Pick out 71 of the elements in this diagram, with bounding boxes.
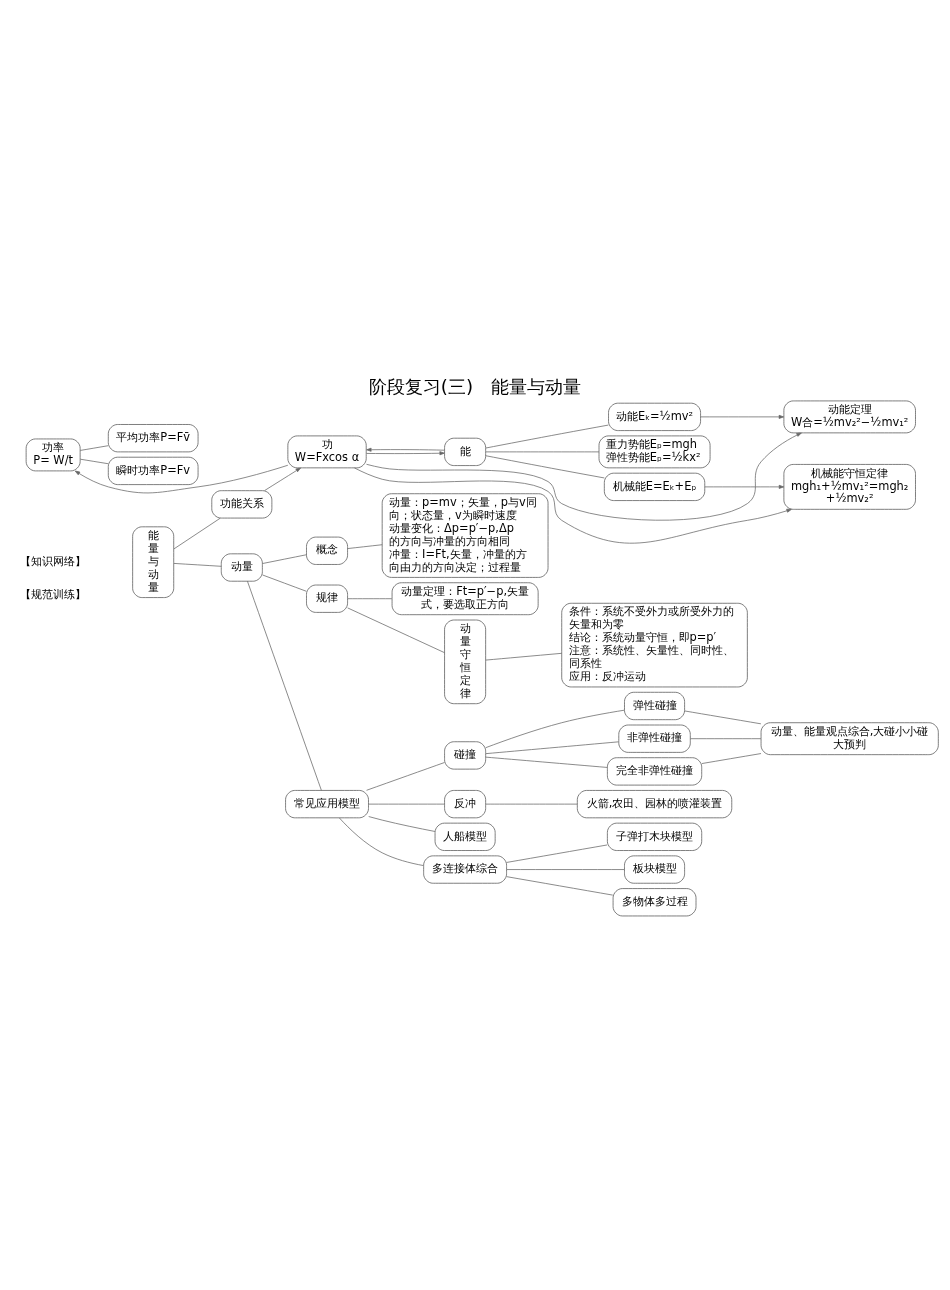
diagram-title: 阶段复习(三) 能量与动量 (368, 375, 582, 397)
node-box: 动量定理：Ft=p′−p,矢量式，要选取正方向 (391, 581, 539, 615)
node-box: 瞬时功率P=Fv (107, 456, 199, 485)
node-box: 重力势能Eₚ=mgh 弹性势能Eₚ=½kx² (598, 435, 711, 468)
connector (247, 580, 322, 791)
arrow (700, 414, 785, 419)
node-box: 动量 (220, 552, 263, 582)
node-box: 反冲 (444, 789, 487, 818)
connector (368, 803, 445, 804)
node-box: 完全非弹性碰撞 (607, 756, 703, 785)
connector (690, 737, 762, 739)
arrow (264, 467, 301, 491)
connector (79, 444, 109, 451)
arrow (704, 484, 785, 489)
connector (701, 752, 762, 764)
arrow (366, 432, 802, 521)
connector (506, 875, 614, 895)
connector (368, 815, 436, 832)
connector (347, 597, 393, 599)
node-box: 人船模型 (434, 822, 496, 851)
connector (262, 553, 307, 564)
connector (173, 562, 222, 567)
connector (485, 756, 608, 768)
node-box: 板块模型 (624, 855, 685, 884)
node-box: 碰撞 (444, 740, 487, 769)
connector (485, 424, 609, 448)
connector (347, 543, 383, 549)
connector (684, 710, 762, 724)
node-box: 平均功率P=Fv̄ (107, 423, 199, 452)
arrow (366, 447, 445, 452)
node-box: 功能关系 (211, 489, 273, 518)
label: 【规范训练】 (20, 586, 87, 601)
connector (338, 817, 424, 866)
connector (506, 868, 625, 870)
connector (485, 709, 625, 748)
arrow (366, 450, 445, 455)
node-box: 条件：系统不受外力或所受外力的矢量和为零 结论：系统动量守恒，即p=p′ 注意：系统性、矢量性、同时性、同系性 应用：反冲运动 (561, 602, 748, 687)
node-box: 动量守恒定律 (444, 619, 487, 704)
connector (347, 607, 445, 653)
node-box: 火箭,农田、园林的喷灌装置 (576, 789, 733, 818)
node-box: 功 W=Fxcos α (287, 435, 367, 468)
node-box: 常见应用模型 (285, 789, 369, 818)
connector (506, 844, 608, 863)
node-box: 弹性碰撞 (624, 691, 685, 720)
node-box: 多物体多过程 (612, 887, 697, 916)
label: 【知识网络】 (20, 553, 87, 568)
node-box: 子弹打木块模型 (607, 822, 703, 851)
connector (173, 517, 221, 549)
node-box: 规律 (306, 584, 348, 613)
connector (485, 652, 563, 660)
node-box: 动能Eₖ=½mv² (608, 402, 701, 431)
node-box: 机械能E=Eₖ+Eₚ (603, 472, 706, 501)
connector (485, 451, 600, 452)
arrow (353, 467, 792, 543)
node-box: 动量、能量观点综合,大碰小小碰大预判 (760, 721, 939, 755)
node-box: 能量与动量 (132, 525, 175, 598)
node-box: 非弹性碰撞 (618, 724, 691, 753)
node-box: 功率 P= W/t (25, 438, 81, 471)
node-box: 动能定理 W合=½mv₂²−½mv₁² (783, 400, 916, 433)
node-box: 概念 (306, 536, 348, 565)
connector (485, 803, 578, 804)
connector (262, 574, 307, 592)
connector (485, 454, 605, 478)
arrow (74, 464, 289, 493)
node-box: 机械能守恒定律 mgh₁+½mv₁²=mgh₂+½mv₂² (783, 463, 916, 510)
node-box: 多连接体综合 (423, 855, 507, 884)
connector (79, 458, 109, 464)
connector (485, 740, 619, 754)
node-box: 动量：p=mv；矢量，p与v同向；状态量，v为瞬时速度 动量变化：Δp=p′−p,Δp的方向与冲量的方向相同 冲量：I=Ft,矢量，冲量的方向由力的方向决定；过程量 (381, 492, 549, 578)
connector (366, 761, 445, 791)
node-box: 能 (444, 437, 487, 466)
